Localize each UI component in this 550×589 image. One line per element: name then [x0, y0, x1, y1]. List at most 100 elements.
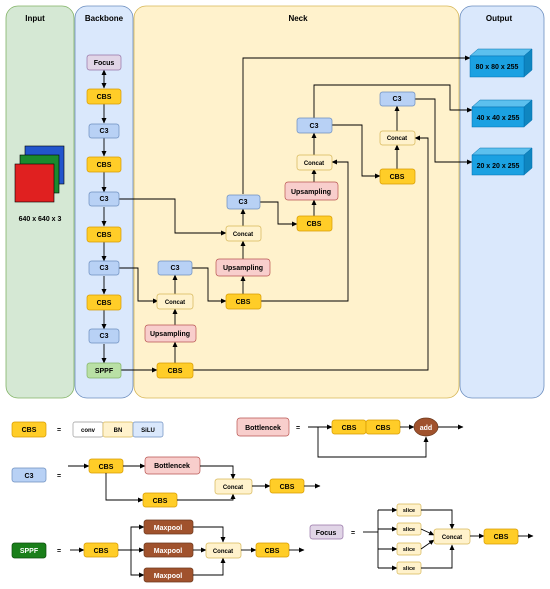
- neck-cbs-b-label: CBS: [236, 299, 251, 306]
- legend-sppf: SPPF = CBS Maxpool Maxpool Maxpool Conca…: [11, 519, 305, 583]
- legend-c3-label: C3: [25, 473, 34, 480]
- legend-c3-concat: Concat: [223, 485, 243, 491]
- neck-upsampling-a-label: Upsampling: [150, 331, 190, 338]
- backbone-cbs-2-label: CBS: [97, 162, 112, 169]
- input-panel-title: Input: [25, 14, 45, 23]
- output-3-label: 20 x 20 x 255: [477, 163, 520, 170]
- neck-upsampling-a-node: Upsampling: [144, 324, 197, 343]
- legend-sppf-maxpool-1: Maxpool: [154, 525, 182, 532]
- legend-c3-cbs-bottom: CBS: [153, 498, 168, 505]
- neck-upsampling-b-label: Upsampling: [223, 265, 263, 272]
- legend-bottleneck-cbs-1: CBS: [342, 425, 357, 432]
- backbone-sppf-node: SPPF: [86, 362, 122, 379]
- output-2-label: 40 x 40 x 255: [477, 115, 520, 122]
- legend-sppf-cbs-in: CBS: [94, 548, 109, 555]
- backbone-cbs-1-node: CBS: [86, 88, 122, 105]
- neck-concat-d-label: Concat: [387, 136, 407, 142]
- neck-upsampling-c-label: Upsampling: [291, 189, 331, 196]
- output-cube-1: 80 x 80 x 255: [469, 48, 533, 78]
- neck-upsampling-c-node: Upsampling: [284, 181, 339, 201]
- neck-concat-a-label: Concat: [165, 300, 185, 306]
- legend-c3-bottleneck: Bottlencek: [154, 463, 190, 470]
- legend-cbs-silu: SiLU: [141, 428, 155, 434]
- neck-panel-title: Neck: [288, 14, 308, 23]
- backbone-panel-title: Backbone: [85, 14, 124, 23]
- legend-focus-label: Focus: [316, 530, 337, 537]
- backbone-focus-node: Focus: [86, 54, 122, 71]
- input-image-icon: [14, 145, 65, 203]
- legend-sppf-equals: =: [57, 548, 61, 555]
- neck-concat-a-node: Concat: [156, 293, 194, 310]
- neck-concat-c-node: Concat: [296, 154, 333, 171]
- legend-cbs: CBS = conv BN SiLU: [11, 421, 164, 438]
- legend-sppf-maxpool-2: Maxpool: [154, 548, 182, 555]
- legend-focus-slice-3: slice: [403, 547, 415, 553]
- backbone-sppf-label: SPPF: [95, 368, 114, 375]
- neck-c3-c-node: C3: [296, 117, 333, 134]
- backbone-cbs-2-node: CBS: [86, 156, 122, 173]
- neck-c3-a-node: C3: [157, 260, 193, 276]
- backbone-c3-2-node: C3: [88, 191, 120, 207]
- output-cube-3: 20 x 20 x 255: [471, 147, 533, 176]
- neck-concat-c-label: Concat: [304, 161, 324, 167]
- neck-cbs-d-label: CBS: [390, 174, 405, 181]
- neck-concat-b-label: Concat: [233, 232, 253, 238]
- legend-focus-concat: Concat: [442, 535, 462, 541]
- legend-bottleneck: Bottlencek = CBS CBS add: [236, 417, 464, 458]
- input-size-label: 640 x 640 x 3: [19, 216, 62, 223]
- output-cube-2: 40 x 40 x 255: [471, 99, 533, 128]
- backbone-cbs-3-label: CBS: [97, 232, 112, 239]
- legend-bottleneck-add: add: [420, 425, 432, 432]
- legend-c3-cbs-out: CBS: [280, 484, 295, 491]
- neck-upsampling-b-node: Upsampling: [215, 258, 271, 277]
- legend-bottleneck-equals: =: [296, 425, 300, 432]
- neck-c3-d-node: C3: [379, 91, 416, 107]
- legend-focus-slice-1: slice: [403, 508, 415, 514]
- backbone-c3-1-label: C3: [100, 128, 109, 135]
- neck-cbs-d-node: CBS: [379, 168, 416, 185]
- legend-sppf-cbs-out: CBS: [265, 548, 280, 555]
- neck-panel: Neck: [133, 5, 460, 399]
- legend-focus-slice-4: slice: [403, 566, 415, 572]
- legend-focus: Focus = slice slice slice slice Concat C…: [309, 503, 534, 575]
- backbone-cbs-4-node: CBS: [86, 294, 122, 311]
- neck-c3-b-label: C3: [239, 199, 248, 206]
- backbone-focus-label: Focus: [94, 60, 115, 67]
- neck-concat-b-node: Concat: [225, 225, 262, 242]
- legend-c3-equals: =: [57, 473, 61, 480]
- legend-cbs-bn: BN: [114, 428, 123, 434]
- legend-c3-cbs-top: CBS: [99, 464, 114, 471]
- neck-c3-c-label: C3: [310, 123, 319, 130]
- neck-cbs-c-label: CBS: [307, 221, 322, 228]
- backbone-cbs-3-node: CBS: [86, 226, 122, 243]
- neck-c3-a-label: C3: [171, 265, 180, 272]
- output-panel-title: Output: [486, 14, 513, 23]
- neck-cbs-b-node: CBS: [225, 293, 262, 310]
- neck-cbs-a-node: CBS: [156, 362, 194, 379]
- backbone-cbs-1-label: CBS: [97, 94, 112, 101]
- legend-focus-equals: =: [351, 530, 355, 537]
- neck-cbs-a-label: CBS: [168, 368, 183, 375]
- backbone-c3-4-label: C3: [100, 333, 109, 340]
- neck-c3-b-node: C3: [226, 194, 261, 210]
- legend-bottleneck-cbs-2: CBS: [376, 425, 391, 432]
- legend-focus-cbs-out: CBS: [494, 534, 509, 541]
- legend-c3: C3 = CBS Bottlencek CBS Concat CBS: [11, 456, 321, 508]
- backbone-c3-2-label: C3: [100, 196, 109, 203]
- legend-sppf-label: SPPF: [20, 548, 39, 555]
- neck-cbs-c-node: CBS: [296, 215, 333, 232]
- legend-bottleneck-label: Bottlencek: [245, 425, 281, 432]
- red-channel: [14, 163, 55, 203]
- legend-focus-slice-2: slice: [403, 527, 415, 533]
- legend-sppf-maxpool-3: Maxpool: [154, 573, 182, 580]
- main-edges: [101, 55, 473, 373]
- backbone-c3-4-node: C3: [88, 328, 120, 344]
- neck-concat-d-node: Concat: [379, 130, 416, 146]
- legend-sppf-concat: Concat: [213, 549, 233, 555]
- legend-cbs-equals: =: [57, 427, 61, 434]
- backbone-c3-3-node: C3: [88, 260, 120, 276]
- backbone-c3-3-label: C3: [100, 265, 109, 272]
- output-1-label: 80 x 80 x 255: [476, 64, 519, 71]
- neck-c3-d-label: C3: [393, 96, 402, 103]
